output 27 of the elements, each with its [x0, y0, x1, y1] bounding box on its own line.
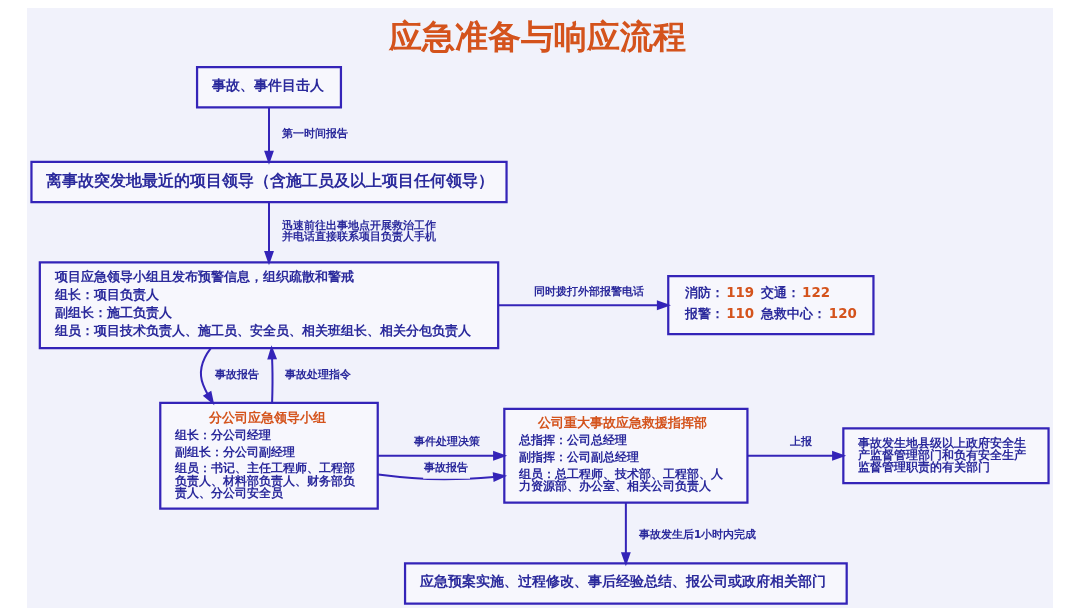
edge-label: 事故报告	[215, 367, 260, 381]
arrow	[620, 502, 631, 567]
node-box: 事故发生地县级以上政府安全生产监督管理部门和负有安全生产监督管理职责的有关部门	[842, 427, 1050, 485]
node-box: 项目应急领导小组且发布预警信息，组织疏散和警戒 组长：项目负责人 副组长：施工负责人 组员：项目技术负责人、施工员、安全员、相关班组长、相关分包负责人	[38, 261, 500, 350]
arrow	[747, 450, 847, 461]
edge-label: 迅速前往出事地点开展救治工作并电话直接联系项目负责人手机	[281, 218, 436, 243]
node-box: 分公司应急领导小组 组长：分公司经理 副组长：分公司副经理 组员：书记、主任工程师、工程部负责人、材料部负责人、财务部负责人、分公司安全员	[159, 401, 379, 510]
arrow	[498, 300, 671, 311]
edge-label: 事故发生后1小时内完成	[638, 528, 757, 542]
arrow	[378, 450, 508, 461]
arrow	[264, 107, 274, 165]
node-box: 应急预案实施、过程修改、事后经验总结、报公司或政府相关部门	[403, 562, 848, 605]
arrow	[378, 472, 508, 483]
edge-label: 第一时间报告	[281, 126, 348, 140]
node-box: 离事故突发地最近的项目领导（含施工员及以上项目任何领导）	[30, 160, 508, 204]
node-box: 公司重大事故应急救援指挥部 总指挥：公司总经理 副指挥：公司副总经理 组员：总工程师、技术部、工程部、人力资源部、办公室、相关公司负责人	[503, 407, 749, 504]
diagram-title: 应急准备与响应流程	[389, 16, 687, 56]
edge-label: 事故处理指令	[285, 367, 352, 381]
node-box: 消防：119 交通：122 报警：110 急救中心：120	[667, 275, 875, 336]
arrow	[199, 347, 215, 406]
edge-label: 事故报告	[424, 460, 469, 474]
arrow	[267, 345, 278, 403]
edge-label: 事件处理决策	[414, 435, 481, 449]
arrow	[264, 202, 274, 266]
node-box: 事故、事件目击人	[195, 66, 343, 109]
edge-label: 上报	[789, 435, 812, 449]
edge-label: 同时拨打外部报警电话	[534, 284, 645, 298]
